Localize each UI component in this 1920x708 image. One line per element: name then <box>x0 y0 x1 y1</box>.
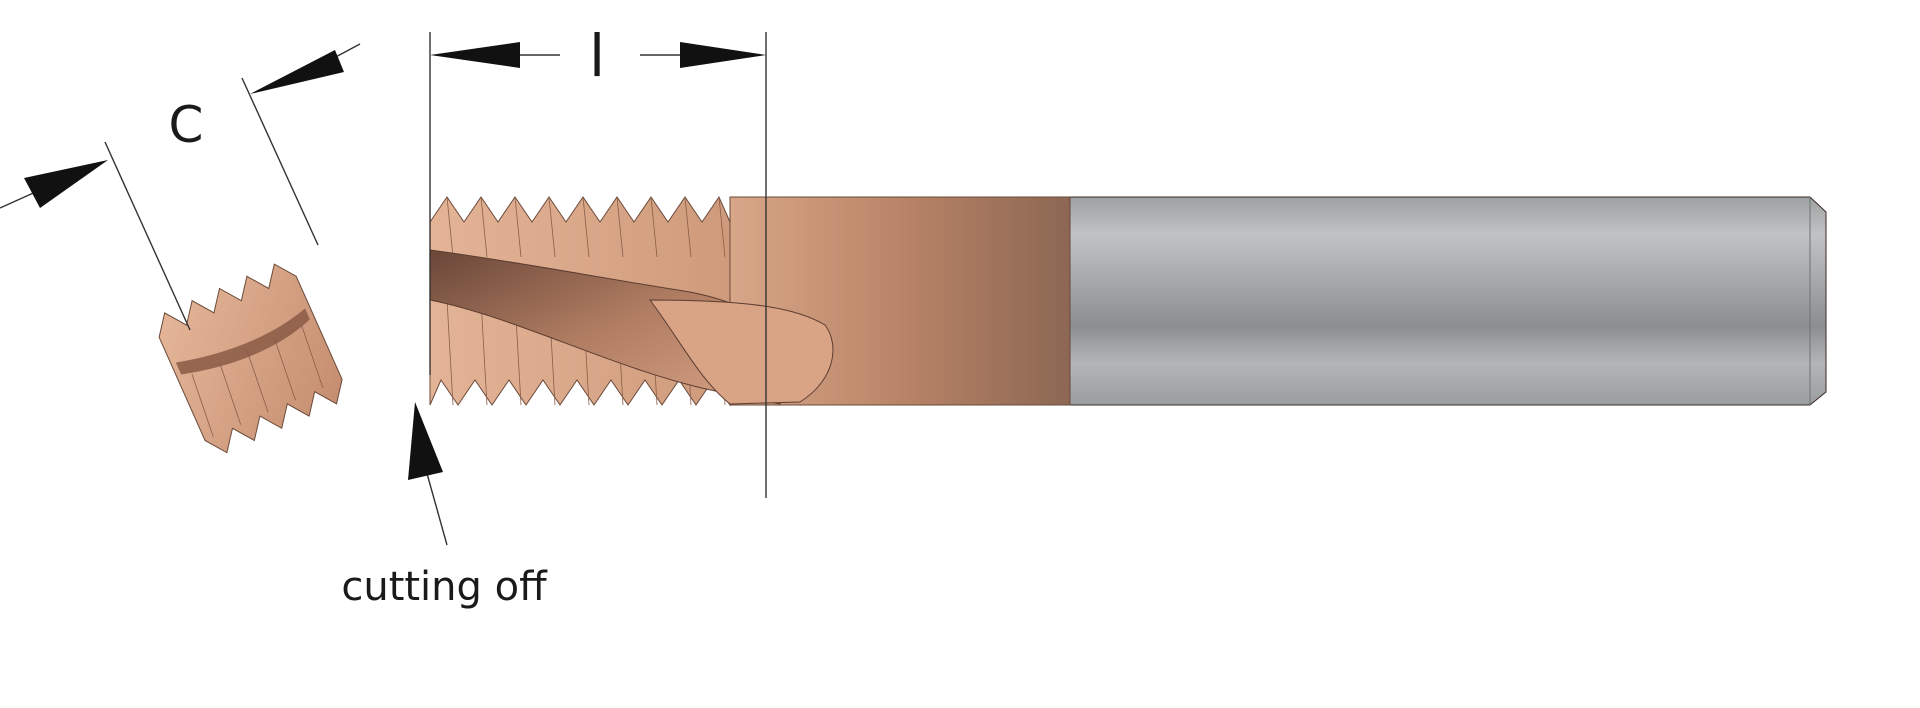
cutting-off-callout: cutting off <box>341 402 548 610</box>
chip-rib <box>246 349 269 413</box>
chip-rib <box>301 325 324 389</box>
arrow-left <box>430 42 520 68</box>
threaded-head <box>429 195 834 407</box>
thread-rib <box>480 299 488 406</box>
dimension-label-l: l <box>589 22 605 90</box>
arrow-right <box>680 42 766 68</box>
tool-shank <box>1069 196 1827 406</box>
thread-rib <box>684 196 692 258</box>
c-extension-line-right <box>241 77 319 246</box>
cutting-off-label: cutting off <box>341 564 548 610</box>
thread-rib <box>548 196 556 258</box>
cut-off-fragment <box>158 263 343 454</box>
c-arrow-right <box>250 50 344 94</box>
chip-rib <box>191 373 214 437</box>
thread-rib <box>514 196 522 258</box>
chip-rib <box>273 337 296 401</box>
thread-rib <box>582 196 590 258</box>
dimension-label-c: C <box>169 96 204 154</box>
thread-rib <box>650 196 658 258</box>
thread-rib <box>480 196 488 258</box>
chip-rib <box>218 361 242 425</box>
thread-rib <box>718 196 726 258</box>
thread-rib <box>616 196 624 258</box>
c-extension-line-left <box>104 141 191 331</box>
dimension-c: C <box>0 43 361 331</box>
thread-rib <box>446 196 454 258</box>
c-arrow-left <box>24 160 108 208</box>
dimension-l: l <box>429 22 767 498</box>
thread-rib <box>446 299 454 406</box>
callout-arrow <box>408 402 443 480</box>
